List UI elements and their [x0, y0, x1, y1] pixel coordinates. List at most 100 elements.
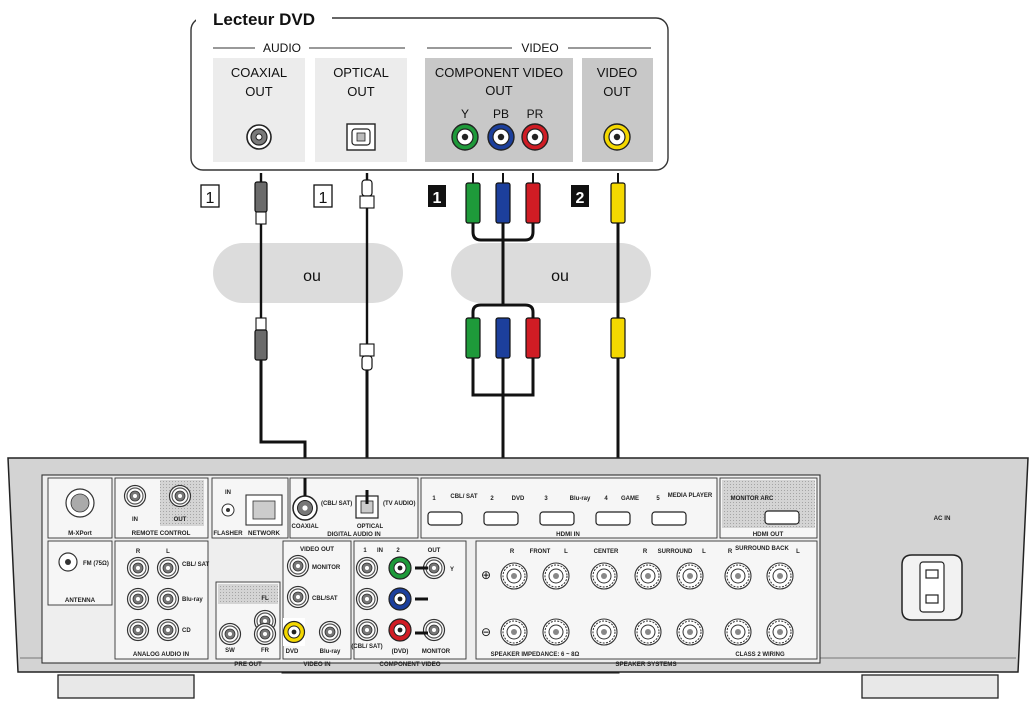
flasher-label: FLASHER	[213, 530, 243, 537]
svg-text:3: 3	[544, 496, 548, 502]
svg-text:5: 5	[656, 496, 660, 502]
svg-text:ou: ou	[551, 268, 569, 285]
coaxial-out-label: COAXIAL	[231, 65, 287, 80]
flasher-in-label: IN	[225, 490, 231, 496]
component-pr-jack	[521, 123, 549, 151]
marker-composite: 2	[571, 185, 589, 207]
optical-out-jack	[346, 123, 376, 151]
marker-coaxial: 1	[200, 184, 220, 208]
component-in-pb-jack	[388, 587, 412, 611]
svg-text:R: R	[136, 549, 141, 555]
remote-control-label: REMOTE CONTROL	[132, 530, 191, 537]
svg-text:L: L	[796, 549, 800, 555]
or-pill-video: ou	[451, 243, 651, 303]
optical-out-sub: OUT	[347, 84, 375, 99]
hdmi-in-label: HDMI IN	[556, 531, 580, 538]
mxport-label: M-XPort	[68, 530, 92, 537]
svg-text:4: 4	[604, 496, 608, 502]
remote-out-label: OUT	[174, 517, 187, 523]
digital-audio-in-label: DIGITAL AUDIO IN	[327, 531, 381, 538]
svg-text:FR: FR	[261, 648, 270, 654]
device-title: Lecteur DVD	[213, 10, 315, 29]
component-video-label: COMPONENT VIDEO	[379, 661, 440, 668]
svg-text:MEDIA PLAYER: MEDIA PLAYER	[668, 493, 713, 499]
video-out-monitor-label: MONITOR	[312, 565, 341, 571]
svg-text:MONITOR: MONITOR	[422, 649, 451, 655]
svg-text:CBL/ SAT: CBL/ SAT	[450, 494, 478, 500]
svg-text:OUT: OUT	[428, 548, 441, 554]
svg-text:Blu-ray: Blu-ray	[570, 496, 591, 502]
ac-inlet	[901, 554, 963, 621]
digital-optical-label: OPTICAL	[357, 524, 384, 530]
analog-cbl-label: CBL/ SAT	[182, 562, 210, 568]
svg-text:⊖: ⊖	[481, 625, 491, 639]
svg-text:FL: FL	[261, 596, 269, 602]
svg-text:1: 1	[363, 548, 367, 554]
component-y-jack	[451, 123, 479, 151]
speaker-systems-label: SPEAKER SYSTEMS	[615, 661, 676, 668]
svg-text:L: L	[564, 549, 568, 555]
svg-text:L: L	[166, 549, 170, 555]
svg-text:ou: ou	[303, 268, 321, 285]
pr-label: PR	[527, 107, 544, 121]
y-label: Y	[461, 107, 469, 121]
svg-text:R: R	[728, 549, 733, 555]
composite-in-dvd-jack	[282, 618, 306, 646]
svg-text:2: 2	[576, 190, 585, 207]
composite-out-jack	[603, 123, 631, 151]
component-out-label: COMPONENT VIDEO	[435, 65, 563, 80]
coaxial-cable	[254, 173, 307, 478]
av-receiver: M-XPort IN OUT REMOTE CONTROL IN FLASHER…	[7, 457, 1029, 699]
or-pill-audio: ou	[213, 243, 403, 303]
pre-out-label: PRE OUT	[234, 661, 262, 668]
analog-audio-in-label: ANALOG AUDIO IN	[133, 651, 190, 658]
svg-text:SURROUND BACK: SURROUND BACK	[735, 546, 789, 552]
video-out-label: VIDEO	[597, 65, 637, 80]
monitor-arc-label: MONITOR ARC	[731, 496, 774, 502]
svg-text:1: 1	[319, 190, 328, 207]
ac-in-label: AC IN	[934, 515, 951, 522]
audio-header: AUDIO	[263, 41, 301, 55]
digital-coaxial-jack	[292, 495, 318, 521]
svg-text:DVD: DVD	[286, 649, 299, 655]
svg-text:L: L	[702, 549, 706, 555]
video-out-section-label: VIDEO OUT	[300, 546, 334, 553]
antenna-label: ANTENNA	[65, 597, 96, 604]
svg-text:FRONT: FRONT	[530, 549, 551, 555]
coaxial-out-sub: OUT	[245, 84, 273, 99]
svg-text:IN: IN	[377, 548, 383, 554]
digital-optical-src: (TV AUDIO)	[383, 501, 415, 507]
svg-text:1: 1	[432, 496, 436, 502]
video-in-label: VIDEO IN	[303, 661, 331, 668]
optical-cable	[359, 173, 375, 504]
fm-label: FM (75Ω)	[83, 561, 109, 567]
svg-text:(DVD): (DVD)	[392, 649, 409, 655]
video-in-cbl-label: CBL/SAT	[312, 596, 338, 602]
svg-text:(CBL/ SAT): (CBL/ SAT)	[351, 644, 382, 650]
svg-text:SW: SW	[225, 648, 235, 654]
marker-component: 1	[428, 185, 446, 207]
svg-text:1: 1	[206, 190, 215, 207]
impedance-label: SPEAKER IMPEDANCE: 6 ~ 8Ω	[491, 652, 580, 658]
svg-text:Blu-ray: Blu-ray	[320, 649, 341, 655]
svg-text:GAME: GAME	[621, 496, 639, 502]
svg-text:Y: Y	[450, 567, 454, 573]
network-label: NETWORK	[248, 530, 280, 537]
svg-text:R: R	[643, 549, 648, 555]
svg-text:1: 1	[433, 190, 442, 207]
digital-coax-src: (CBL/ SAT)	[321, 501, 352, 507]
pb-label: PB	[493, 107, 509, 121]
class2-label: CLASS 2 WIRING	[735, 652, 785, 658]
svg-text:2: 2	[396, 548, 400, 554]
svg-text:R: R	[510, 549, 515, 555]
svg-text:DVD: DVD	[512, 496, 525, 502]
video-header: VIDEO	[521, 41, 558, 55]
video-out-sub: OUT	[603, 84, 631, 99]
component-pb-jack	[487, 123, 515, 151]
analog-cd-label: CD	[182, 628, 191, 634]
svg-text:⊕: ⊕	[481, 568, 491, 582]
remote-in-label: IN	[132, 517, 138, 523]
analog-bluray-label: Blu-ray	[182, 597, 203, 603]
svg-text:SURROUND: SURROUND	[658, 549, 693, 555]
